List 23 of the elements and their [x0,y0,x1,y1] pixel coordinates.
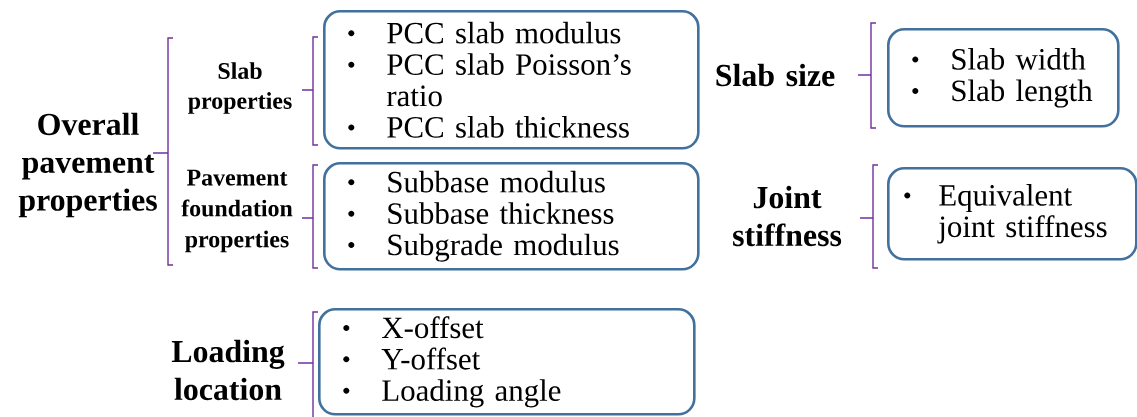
bullet-list-box [887,167,1137,261]
bullet-list-box [318,308,696,416]
bullet-list-box [887,28,1120,128]
bullet-list-box [323,10,700,150]
heading: Loading location [171,339,285,401]
heading: Overall pavement properties [18,112,157,218]
heading: Pavement foundation properties [181,169,293,253]
bullet-item: Slab width [912,48,1086,70]
heading: Slab size [716,63,835,87]
heading: Joint stiffness [733,185,842,247]
bullet-item: PCC slab modulus [348,21,621,44]
bullet-item: PCC slab thickness [348,116,629,138]
bullet-item: Y-offset [343,347,481,370]
bullet-item: Equivalent joint stiffness [904,184,1107,244]
bullet-item: Slab length [912,79,1093,108]
bullet-item: Loading angle [343,379,561,408]
heading: Slab properties [188,62,292,114]
bullet-item: Subbase thickness [348,202,614,224]
bullet-item: Subgrade modulus [348,233,619,262]
bullet-list-box [323,162,700,271]
bullet-item: PCC slab Poisson’s ratio [348,53,631,107]
bullet-item: Subbase modulus [348,170,605,193]
bullet-item: X-offset [343,316,484,339]
